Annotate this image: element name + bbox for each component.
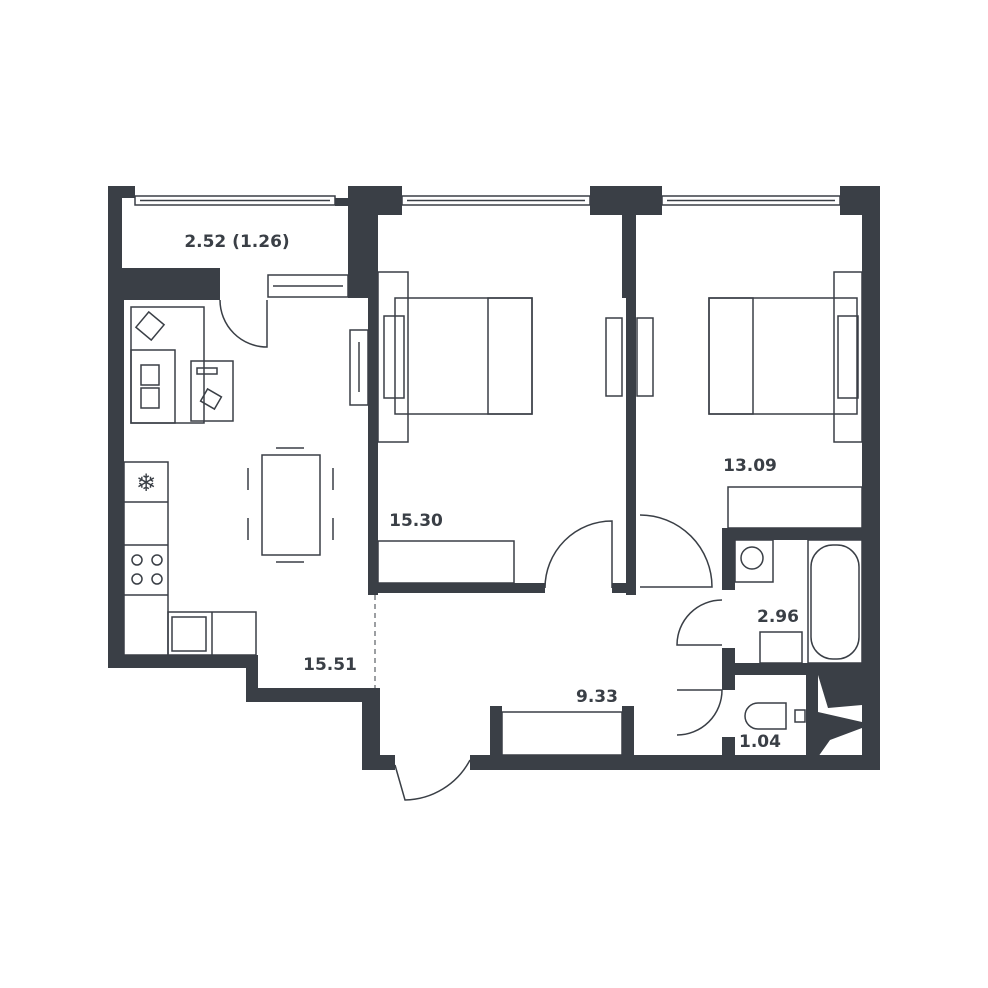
- doors: [219, 299, 723, 801]
- room-area-living-kitchen: 15.51: [303, 655, 357, 675]
- walls: [108, 186, 880, 770]
- room-area-bathroom: 2.96: [757, 607, 799, 627]
- room-area-bedroom-2: 13.09: [723, 456, 777, 476]
- svg-text:❄: ❄: [136, 469, 156, 497]
- room-area-hallway: 9.33: [576, 687, 618, 707]
- windows: [134, 195, 841, 298]
- furniture: ❄: [123, 271, 863, 756]
- room-area-toilet: 1.04: [739, 732, 781, 752]
- room-area-bedroom-1: 15.30: [389, 511, 443, 531]
- room-area-balcony: 2.52 (1.26): [184, 232, 290, 252]
